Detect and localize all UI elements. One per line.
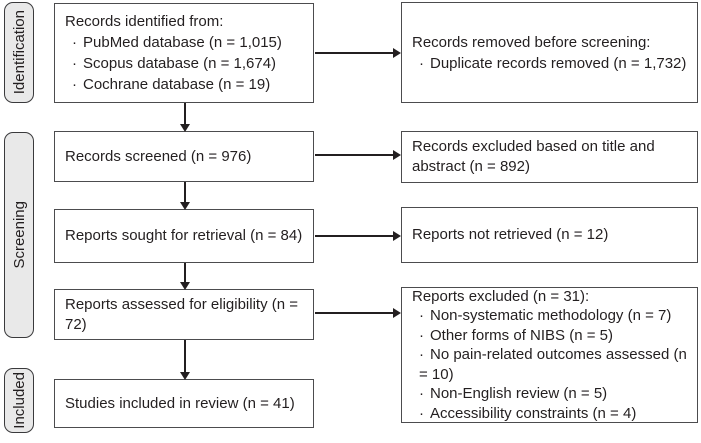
stage-included: Included xyxy=(4,368,34,433)
box-reports-excluded: Reports excluded (n = 31): · Non-systemat… xyxy=(401,287,698,423)
arrow-sought-to-not-retrieved xyxy=(315,231,401,241)
bullet-icon: · xyxy=(419,404,424,422)
stage-screening: Screening xyxy=(4,132,34,338)
list-item-text: Scopus database (n = 1,674) xyxy=(83,55,277,72)
list-item: · Non-systematic methodology (n = 7) xyxy=(412,306,693,325)
box-records-excluded-text: Records excluded based on title and abst… xyxy=(412,138,655,175)
list-item-text: Non-English review (n = 5) xyxy=(430,385,608,403)
arrow-right-icon xyxy=(393,150,401,160)
list-item-text: Cochrane database (n = 19) xyxy=(83,76,271,93)
arrow-down-icon xyxy=(180,282,190,290)
list-item-text: Non-systematic methodology (n = 7) xyxy=(430,307,672,325)
stage-identification-label: Identification xyxy=(10,10,28,95)
box-reports-assessed-text: Reports assessed for eligibility (n = 72… xyxy=(65,295,299,333)
arrow-identified-to-screened xyxy=(180,103,190,132)
arrow-identified-to-removed xyxy=(315,48,401,58)
arrow-line xyxy=(184,182,186,204)
box-studies-included: Studies included in review (n = 41) xyxy=(54,379,314,428)
arrow-screened-to-excluded xyxy=(315,150,401,160)
arrow-line xyxy=(184,340,186,374)
arrow-right-icon xyxy=(393,48,401,58)
list-item: · Other forms of NIBS (n = 5) xyxy=(412,326,693,345)
arrow-line xyxy=(184,103,186,126)
arrow-down-icon xyxy=(180,124,190,132)
list-item-text: PubMed database (n = 1,015) xyxy=(83,34,282,51)
list-item: · PubMed database (n = 1,015) xyxy=(65,32,304,53)
bullet-icon: · xyxy=(72,55,77,72)
bullet-icon: · xyxy=(419,307,424,325)
box-reports-not-retrieved: Reports not retrieved (n = 12) xyxy=(401,207,698,263)
list-item-text: Accessibility constraints (n = 4) xyxy=(430,404,637,422)
stage-screening-label: Screening xyxy=(10,201,28,269)
stage-included-label: Included xyxy=(10,372,28,429)
bullet-icon: · xyxy=(419,385,424,403)
list-item: ·No pain-related outcomes assessed (n = … xyxy=(412,345,693,384)
arrow-down-icon xyxy=(180,372,190,380)
arrow-right-icon xyxy=(393,231,401,241)
arrow-line xyxy=(315,235,395,237)
arrow-line xyxy=(315,312,395,314)
arrow-screened-to-sought xyxy=(180,182,190,210)
arrow-right-icon xyxy=(393,308,401,318)
box-reports-sought-text: Reports sought for retrieval (n = 84) xyxy=(65,227,303,244)
list-item-text: No pain-related outcomes assessed (n = 1… xyxy=(419,346,687,383)
stage-identification: Identification xyxy=(4,2,34,103)
box-records-screened-text: Records screened (n = 976) xyxy=(65,147,252,165)
box-reports-assessed: Reports assessed for eligibility (n = 72… xyxy=(54,289,314,340)
arrow-assessed-to-reports-excluded xyxy=(315,308,401,318)
box-studies-included-text: Studies included in review (n = 41) xyxy=(65,394,295,412)
box-records-excluded: Records excluded based on title and abst… xyxy=(401,131,698,183)
list-item: · Accessibility constraints (n = 4) xyxy=(412,404,693,423)
box-records-identified-title: Records identified from: xyxy=(65,13,224,30)
list-item: · Scopus database (n = 1,674) xyxy=(65,53,304,74)
arrow-assessed-to-included xyxy=(180,340,190,380)
box-records-removed: Records removed before screening: · Dupli… xyxy=(401,2,698,103)
box-records-removed-title: Records removed before screening: xyxy=(412,33,651,51)
bullet-icon: · xyxy=(72,76,77,93)
list-item: · Cochrane database (n = 19) xyxy=(65,74,304,95)
list-item: · Non-English review (n = 5) xyxy=(412,384,693,403)
bullet-icon: · xyxy=(72,34,77,51)
box-records-identified: Records identified from: · PubMed databas… xyxy=(54,3,314,103)
bullet-icon: · xyxy=(419,54,424,72)
box-reports-sought: Reports sought for retrieval (n = 84) xyxy=(54,209,314,263)
arrow-down-icon xyxy=(180,202,190,210)
arrow-line xyxy=(315,52,395,54)
box-reports-not-retrieved-text: Reports not retrieved (n = 12) xyxy=(412,226,609,243)
arrow-line xyxy=(184,263,186,284)
arrow-line xyxy=(315,154,395,156)
box-reports-excluded-title: Reports excluded (n = 31): xyxy=(412,288,590,306)
bullet-icon: · xyxy=(419,346,424,364)
bullet-icon: · xyxy=(419,326,424,344)
box-records-screened: Records screened (n = 976) xyxy=(54,131,314,182)
list-item-text: Other forms of NIBS (n = 5) xyxy=(430,326,613,344)
arrow-sought-to-assessed xyxy=(180,263,190,290)
list-item: · Duplicate records removed (n = 1,732) xyxy=(412,53,688,74)
list-item-text: Duplicate records removed (n = 1,732) xyxy=(430,54,687,72)
